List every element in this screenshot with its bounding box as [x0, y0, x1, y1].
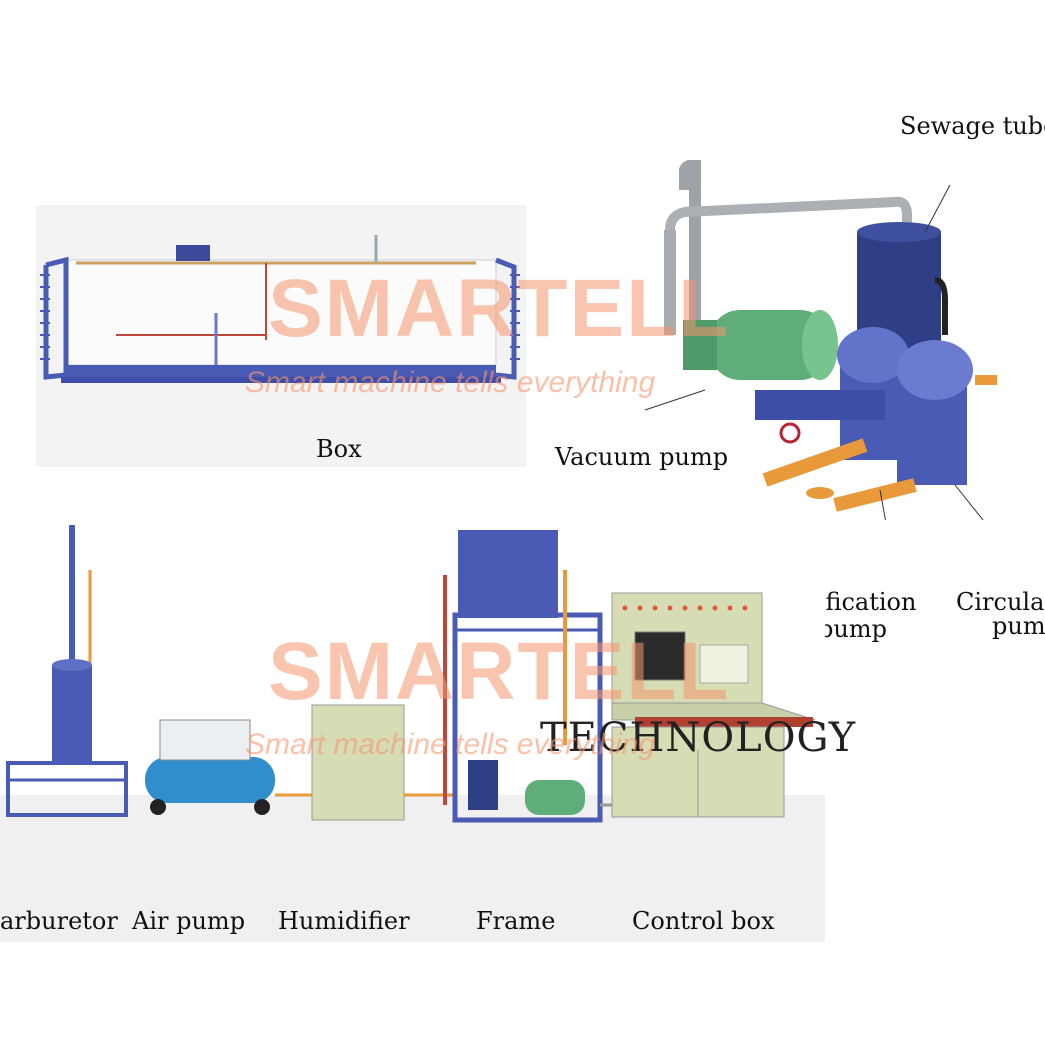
circulation-pump-label-line1: Circula [956, 588, 1045, 616]
watermark-brand-top: SMARTELL [268, 263, 731, 354]
floor-band [0, 795, 825, 942]
watermark-brand-bottom: SMARTELL [268, 626, 731, 717]
control-box-label: Control box [632, 907, 775, 935]
watermark-slogan-bottom: Smart machine tells everything [245, 728, 656, 761]
box-label: Box [316, 435, 362, 463]
equipment-panel: arburetor Air pump Humidifier Frame Cont… [0, 505, 825, 942]
technology-text: TECHNOLOGY [540, 715, 857, 761]
equipment-illustration [6, 525, 816, 823]
sewage-tube-label: Sewage tube [900, 112, 1045, 140]
humidifier-label: Humidifier [278, 907, 410, 935]
box-illustration [40, 235, 520, 383]
box-panel: Box [36, 205, 526, 467]
circulation-pump-label-line2: pum [992, 612, 1045, 640]
frame-label: Frame [476, 907, 556, 935]
carburetor-label: arburetor [0, 907, 118, 935]
vacuum-pump-label: Vacuum pump [555, 443, 729, 471]
air-pump-label: Air pump [132, 907, 246, 935]
gasification-pump-label-line2: pump [818, 615, 887, 643]
pump-assembly-illustration [644, 160, 997, 520]
watermark-slogan-top: Smart machine tells everything [245, 366, 656, 399]
